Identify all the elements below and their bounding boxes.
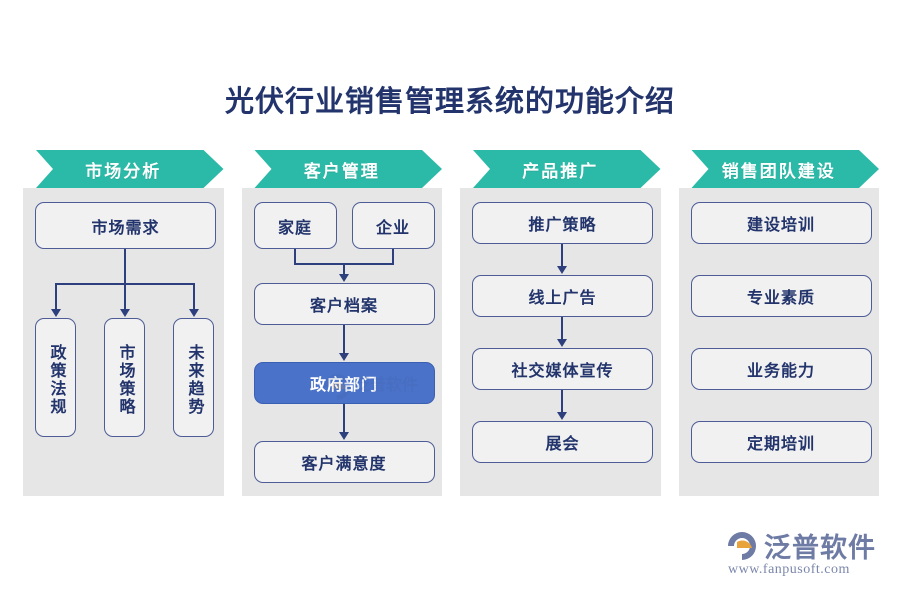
fanpu-logo-icon: [728, 532, 756, 560]
connector-promo-3: [561, 390, 563, 415]
column-panel-customer-management: 家庭 企业 客户档案 政府部门 泛普软件 客户满意度: [241, 188, 442, 496]
arrowhead-1: [51, 309, 61, 317]
node-professional-quality[interactable]: 专业素质: [690, 275, 872, 317]
column-customer-management: 客户管理 家庭 企业 客户档案 政府部门 泛普软件 客户满意度: [241, 150, 443, 496]
arrowhead-3: [189, 309, 199, 317]
connector-merge-stem: [342, 263, 345, 277]
column-panel-product-promotion: 推广策略 线上广告 社交媒体宣传 展会: [460, 188, 661, 496]
connector-drop-2: [124, 283, 126, 312]
arrowhead-merge: [338, 274, 349, 282]
node-social-media-publicity[interactable]: 社交媒体宣传: [472, 348, 653, 390]
node-promotion-strategy[interactable]: 推广策略: [472, 202, 653, 244]
connector-drop-1: [55, 283, 57, 312]
connector-promo-2: [561, 317, 563, 342]
node-construction-training[interactable]: 建设培训: [690, 202, 872, 244]
column-banner-product-promotion[interactable]: 产品推广: [460, 150, 661, 188]
node-regular-training[interactable]: 定期培训: [690, 421, 872, 463]
node-government-department[interactable]: 政府部门: [253, 362, 435, 404]
connector-stem-root: [124, 249, 126, 285]
node-policy-regulation[interactable]: 政策法规: [35, 318, 76, 437]
arrowhead-promo-3: [557, 412, 567, 420]
node-exhibition[interactable]: 展会: [472, 421, 653, 463]
column-panel-market-analysis: 市场需求 政策法规 市场策略 未来趋势: [23, 188, 224, 496]
column-sales-team-building: 销售团队建设 建设培训 专业素质 业务能力 定期培训: [678, 150, 880, 496]
node-enterprise[interactable]: 企业: [351, 202, 435, 249]
connector-gov-to-satisfaction: [342, 404, 345, 435]
column-banner-sales-team-building[interactable]: 销售团队建设: [679, 150, 880, 188]
node-business-ability[interactable]: 业务能力: [690, 348, 872, 390]
flowchart-columns: 市场分析 市场需求 政策法规 市场策略 未来趋势 客户管理 家庭 企业: [23, 150, 879, 496]
column-market-analysis: 市场分析 市场需求 政策法规 市场策略 未来趋势: [23, 150, 224, 496]
node-market-strategy[interactable]: 市场策略: [104, 318, 145, 437]
arrowhead-promo-1: [557, 266, 567, 274]
connector-merge-left: [293, 249, 296, 265]
brand-name: 泛普软件: [764, 533, 876, 563]
arrowhead-promo-2: [557, 339, 567, 347]
node-online-advertising[interactable]: 线上广告: [472, 275, 653, 317]
brand-logo: 泛普软件 www.fanpusoft.com: [726, 526, 878, 582]
node-customer-profile[interactable]: 客户档案: [253, 283, 435, 325]
page-title: 光伏行业销售管理系统的功能介绍: [224, 86, 675, 118]
node-market-demand[interactable]: 市场需求: [35, 202, 216, 249]
connector-promo-1: [561, 244, 563, 269]
connector-drop-3: [193, 283, 195, 312]
node-customer-satisfaction[interactable]: 客户满意度: [253, 441, 435, 483]
column-banner-customer-management[interactable]: 客户管理: [242, 150, 443, 188]
arrowhead-gov: [338, 353, 349, 361]
brand-url: www.fanpusoft.com: [728, 562, 850, 577]
column-product-promotion: 产品推广 推广策略 线上广告 社交媒体宣传 展会: [460, 150, 661, 496]
connector-profile-to-gov: [342, 325, 345, 356]
column-panel-sales-team-building: 建设培训 专业素质 业务能力 定期培训: [678, 188, 879, 496]
arrowhead-2: [120, 309, 130, 317]
node-future-trend[interactable]: 未来趋势: [173, 318, 214, 437]
node-household[interactable]: 家庭: [253, 202, 337, 249]
column-banner-market-analysis[interactable]: 市场分析: [23, 150, 224, 188]
connector-merge-right: [391, 249, 394, 265]
arrowhead-satisfaction: [338, 432, 349, 440]
